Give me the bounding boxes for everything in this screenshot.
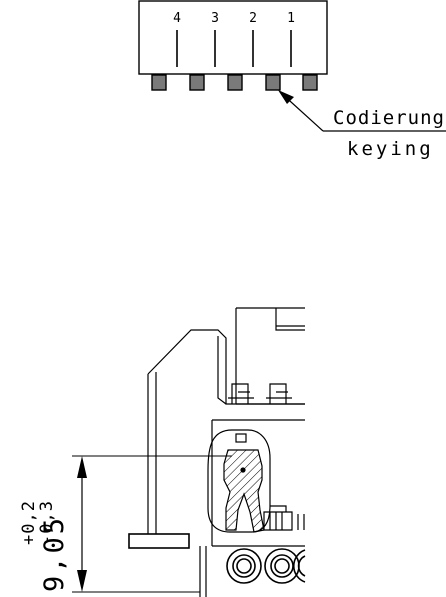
callout-label-de: Codierung bbox=[333, 107, 445, 129]
height-dimension: 9,05 +0,2 -0,3 bbox=[19, 455, 232, 593]
callout-label-en: keying bbox=[347, 138, 434, 160]
terminal-ring-1 bbox=[226, 548, 262, 584]
pin-number-3: 3 bbox=[211, 11, 219, 26]
terminal-ring-1-core bbox=[236, 558, 252, 574]
upper-pin-right bbox=[266, 383, 292, 404]
pad-3 bbox=[227, 74, 243, 91]
connector-housing bbox=[138, 0, 328, 75]
terminal-ring-1-inner bbox=[232, 554, 256, 578]
contact-dot bbox=[240, 467, 246, 473]
connector-side-view bbox=[128, 307, 306, 597]
terminal-ring-3-partial bbox=[293, 549, 306, 583]
lower-housing-outline bbox=[199, 419, 305, 597]
base-plate bbox=[128, 533, 190, 549]
dimension-arrow-bottom bbox=[77, 570, 87, 592]
terminal-rings bbox=[226, 548, 306, 584]
dimension-value: 9,05 bbox=[39, 515, 70, 592]
leader-arrowhead bbox=[278, 90, 294, 104]
keying-callout: Codierung keying bbox=[278, 90, 446, 160]
dimension-tolerance-minus: -0,3 bbox=[37, 500, 57, 545]
pad-4 bbox=[265, 74, 281, 91]
hatched-contact-section bbox=[223, 449, 265, 533]
dimension-tolerance-plus: +0,2 bbox=[19, 500, 39, 545]
pad-1 bbox=[151, 74, 167, 91]
pin-number-2: 2 bbox=[249, 11, 257, 26]
pad-2 bbox=[189, 74, 205, 91]
pin-number-4: 4 bbox=[173, 11, 181, 26]
side-component bbox=[263, 505, 305, 531]
contact-slot bbox=[235, 433, 247, 443]
pin-number-1: 1 bbox=[287, 11, 295, 26]
terminal-ring-2-core bbox=[274, 558, 290, 574]
latch-lever bbox=[147, 329, 305, 534]
pad-5 bbox=[302, 74, 318, 91]
connector-top-view: 4 3 2 1 bbox=[138, 0, 328, 91]
upper-pin-left bbox=[228, 383, 254, 404]
dimension-arrow-top bbox=[77, 456, 87, 478]
